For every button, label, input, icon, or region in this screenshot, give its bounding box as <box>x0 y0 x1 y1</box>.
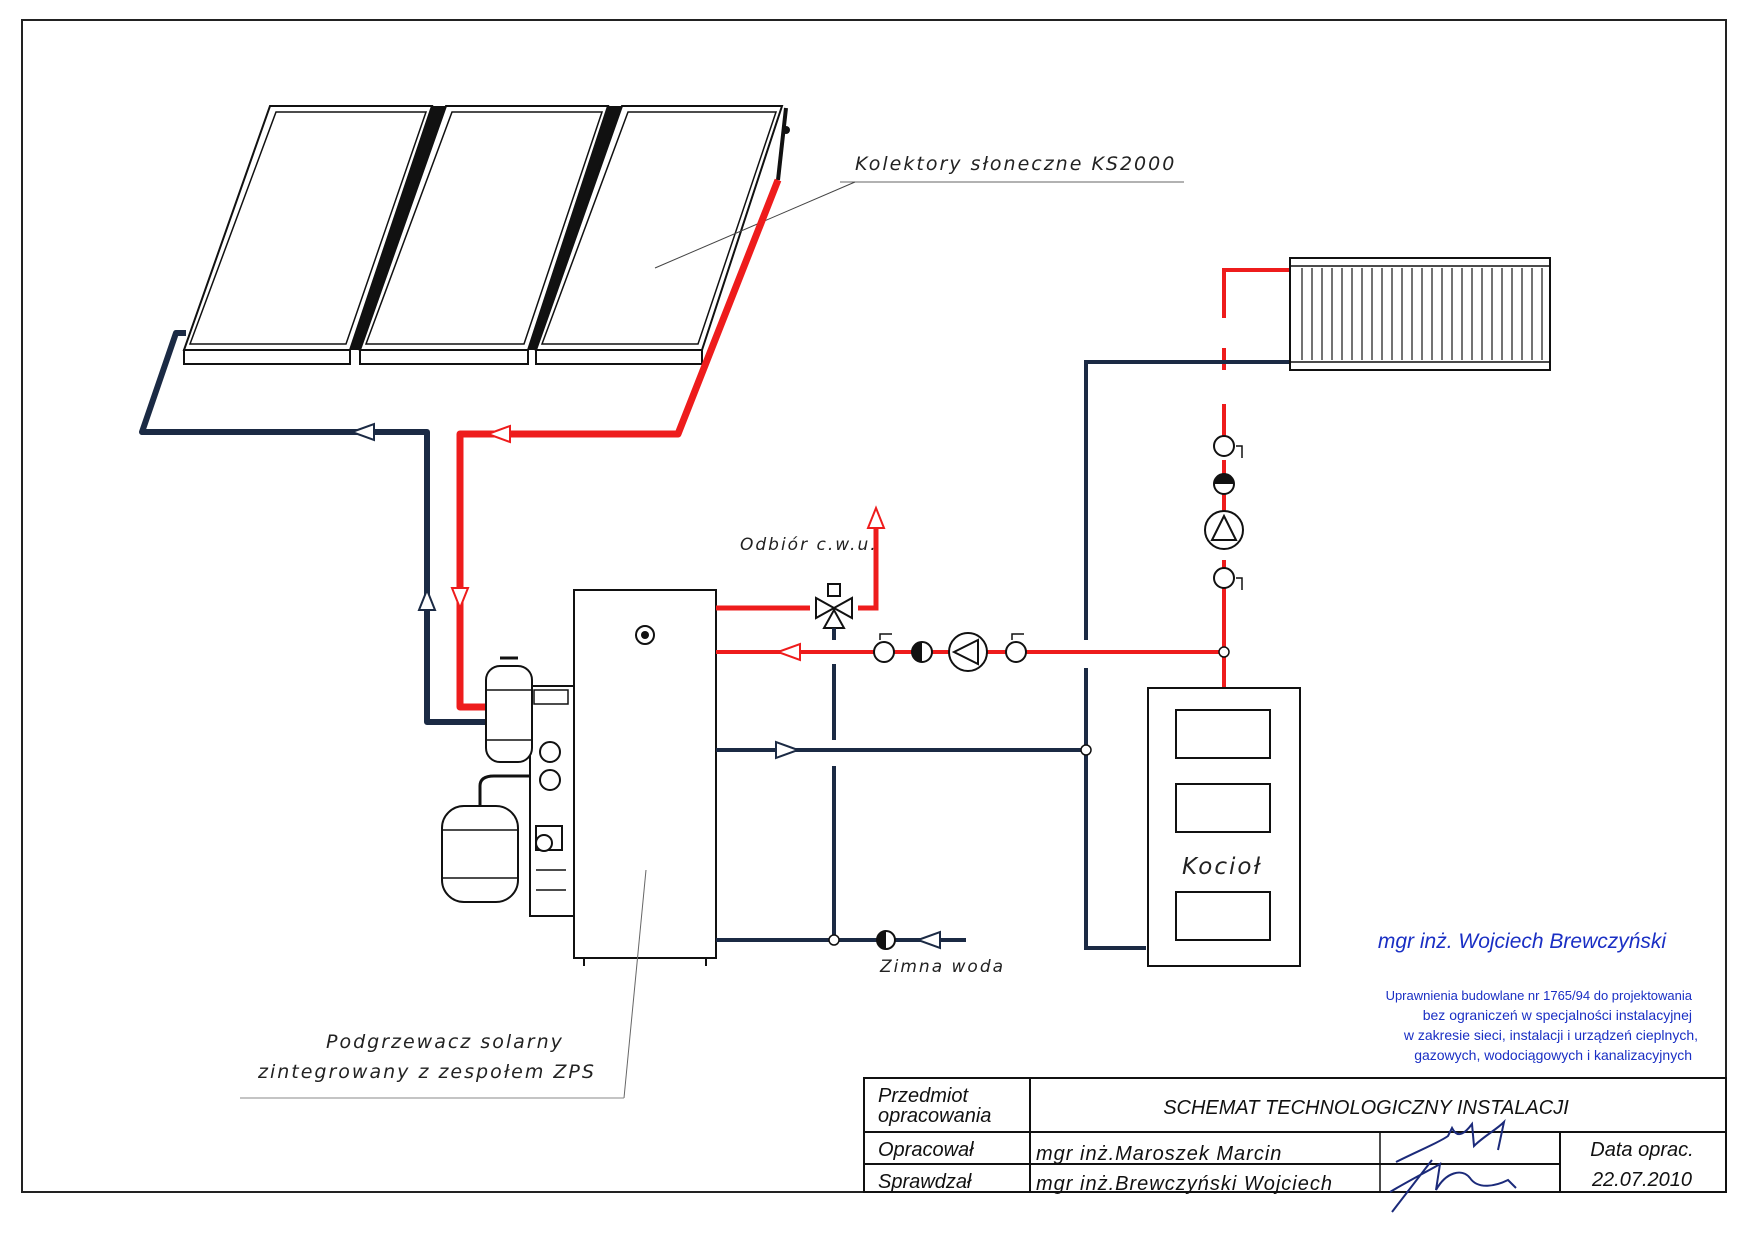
hot-water-label: Odbiór c.w.u. <box>740 535 878 555</box>
checked-value: mgr inż.Brewczyński Wojciech <box>1036 1173 1333 1195</box>
boiler-supply-pipe <box>716 268 1294 688</box>
coil-shutoff-valve-right <box>1005 633 1027 663</box>
boiler-label: Kocioł <box>1182 854 1262 880</box>
title-block <box>863 1077 1727 1193</box>
cold-water-check-valve <box>876 930 896 950</box>
radiator-return-pipe <box>1084 360 1290 750</box>
checked-label: Sprawdzał <box>878 1171 972 1193</box>
solar-collectors <box>182 105 790 365</box>
cold-water-label: Zimna woda <box>879 957 1005 977</box>
dhw-hot-pipe <box>716 526 879 611</box>
boiler-return-junction <box>1080 744 1092 756</box>
heater-leader <box>623 869 647 1099</box>
solar-supply-arrow-top <box>485 424 511 444</box>
boiler <box>1147 687 1301 967</box>
stamp-name: mgr inż. Wojciech Brewczyński <box>1378 930 1668 953</box>
solar-return-arrow-up <box>417 587 437 611</box>
stamp-line-2: bez ograniczeń w specjalności instalacyj… <box>1423 1007 1692 1023</box>
subject-value: SCHEMAT TECHNOLOGICZNY INSTALACJI <box>1163 1097 1569 1119</box>
prepared-label: Opracował <box>878 1139 974 1161</box>
heater-label-line1: Podgrzewacz solarny <box>326 1031 564 1053</box>
radiator-shutoff-valve-bottom <box>1213 567 1243 590</box>
solar-supply-pipe <box>456 178 782 711</box>
subject-label-1: Przedmiot <box>878 1085 969 1107</box>
radiator <box>1289 257 1551 371</box>
expansion-vessel-upper <box>485 656 533 763</box>
heater-label-line2: zintegrowany z zespołem ZPS <box>257 1061 596 1083</box>
coil-check-valve <box>911 641 933 663</box>
radiator-check-valve <box>1213 473 1235 495</box>
solar-return-pipe <box>139 330 486 725</box>
stamp-line-3: w zakresie sieci, instalacji i urządzeń … <box>1403 1027 1698 1043</box>
solar-supply-arrow-down <box>450 587 470 611</box>
boiler-supply-arrow <box>775 642 801 662</box>
radiator-circulation-pump <box>1204 510 1244 550</box>
stamp-line-4: gazowych, wodociągowych i kanalizacyjnyc… <box>1414 1047 1692 1063</box>
subject-label-2: opracowania <box>878 1105 991 1127</box>
zps-pump-group <box>529 685 575 917</box>
collectors-leader <box>654 181 856 269</box>
cold-water-arrow <box>915 930 941 950</box>
solar-return-arrow-top <box>349 422 375 442</box>
mixing-valve <box>815 583 853 629</box>
boiler-return-pipe <box>716 748 1146 950</box>
radiator-shutoff-valve-top <box>1213 435 1243 458</box>
cold-water-junction <box>828 934 840 946</box>
signature-checked <box>1389 1159 1517 1213</box>
stamp-line-1: Uprawnienia budowlane nr 1765/94 do proj… <box>1386 988 1693 1003</box>
date-label: Data oprac. <box>1590 1139 1693 1161</box>
date-value: 22.07.2010 <box>1591 1169 1692 1191</box>
collectors-label: Kolektory słoneczne KS2000 <box>855 153 1176 175</box>
expansion-vessel-lower <box>441 774 530 903</box>
prepared-value: mgr inż.Maroszek Marcin <box>1036 1143 1282 1165</box>
solar-heater-tank <box>573 589 717 966</box>
signature-prepared <box>1395 1118 1506 1163</box>
boiler-return-arrow <box>775 740 801 760</box>
boiler-supply-junction <box>1218 646 1230 658</box>
coil-circulation-pump <box>948 632 988 672</box>
dhw-outlet-arrow <box>866 505 886 529</box>
coil-shutoff-valve-left <box>873 633 895 663</box>
